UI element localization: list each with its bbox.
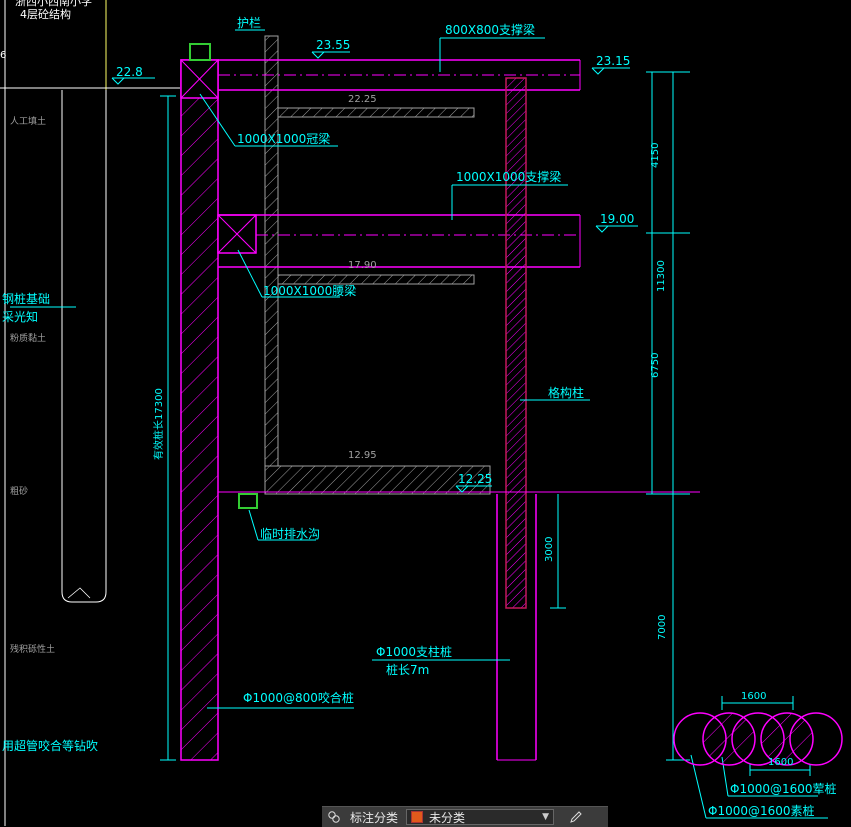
lattice-column	[505, 77, 527, 609]
annotation-leaders	[10, 29, 828, 819]
annotation-toolbar: 标注分类 未分类 ▼	[322, 806, 608, 827]
dim-3000: 3000	[544, 537, 555, 562]
elevation-12-95: 12.95	[348, 450, 377, 461]
elevation-17-90: 17.90	[348, 260, 377, 271]
support-pile-label: Φ1000支柱桩	[376, 644, 452, 659]
category-color-swatch	[411, 811, 424, 823]
drain-label: 临时排水沟	[260, 527, 320, 541]
dim-1600-bottom: 1600	[768, 757, 793, 768]
strut-1000-label: 1000X1000支撑梁	[456, 169, 561, 184]
existing-building-foundation	[0, 0, 180, 826]
soil-label-4: 残积砾性土	[10, 643, 55, 655]
edit-icon[interactable]	[564, 807, 588, 827]
support-pile	[496, 494, 537, 761]
strut-800-label: 800X800支撑梁	[445, 22, 535, 37]
left-edge-label: 6	[0, 50, 6, 61]
left-note-3: 用超管咬合等钻吹	[2, 738, 98, 753]
dim-7000: 7000	[657, 615, 668, 640]
basement-structure	[264, 35, 491, 495]
dim-1600-top: 1600	[741, 691, 766, 702]
elevation-23-15: 23.15	[596, 54, 630, 68]
elevation-22-8: 22.8	[116, 65, 143, 79]
elevation-22-25: 22.25	[348, 94, 377, 105]
crown-beam-label: 1000X1000冠梁	[237, 131, 330, 146]
layers-icon[interactable]	[322, 807, 346, 827]
guardrail-label: 护栏	[237, 15, 261, 30]
category-select-value: 未分类	[429, 810, 466, 825]
existing-building-label-2: 4层砼结构	[20, 7, 71, 21]
existing-building-label-1: 浙西小西南小学	[15, 0, 92, 8]
pile-legend-label-2: Φ1000@1600素桩	[708, 803, 815, 818]
pile-legend	[673, 712, 843, 766]
elevation-19-00: 19.00	[600, 212, 634, 226]
elevation-12-25: 12.25	[458, 472, 492, 486]
category-select[interactable]: 未分类 ▼	[406, 809, 555, 825]
soil-label-3: 粗砂	[10, 485, 28, 497]
secant-pile-wall	[180, 59, 219, 761]
waist-beam-label: 1000X1000腰梁	[263, 283, 356, 298]
dim-4150: 4150	[650, 143, 661, 168]
temporary-drain	[238, 493, 258, 509]
dim-6750: 6750	[650, 353, 661, 378]
category-label: 标注分类	[350, 810, 399, 825]
left-note-2: 采光知	[2, 310, 38, 324]
soil-label-1: 人工填土	[10, 115, 46, 127]
left-note-1: 钢桩基础	[2, 291, 50, 306]
pile-length-label: 桩长7m	[386, 662, 429, 677]
guardrail-block	[189, 43, 211, 61]
soil-label-2: 粉质黏土	[10, 332, 46, 344]
chevron-down-icon: ▼	[542, 812, 550, 822]
secant-pile-label: Φ1000@800咬合桩	[243, 690, 354, 705]
pile-legend-label-1: Φ1000@1600荤桩	[730, 781, 837, 796]
lattice-column-label: 格构柱	[548, 385, 584, 400]
elevation-23-55: 23.55	[316, 38, 350, 52]
dim-11300: 11300	[656, 260, 667, 292]
pile-total-length: 有效桩长17300	[152, 388, 165, 460]
